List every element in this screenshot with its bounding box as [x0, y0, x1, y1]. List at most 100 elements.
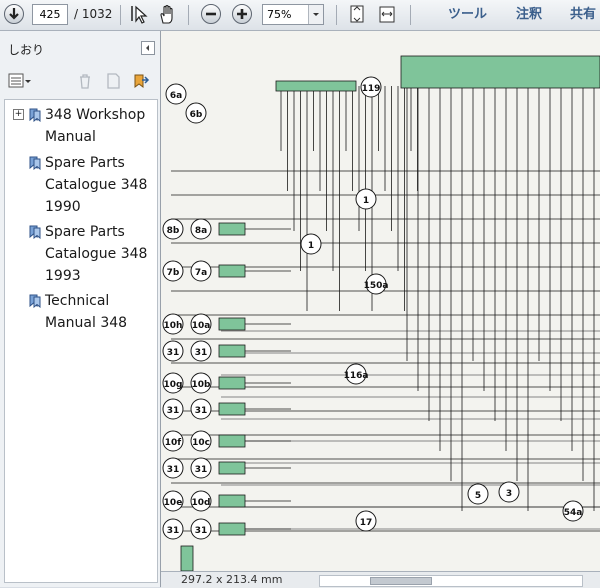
comment-button[interactable]: 注釈: [516, 7, 543, 22]
component-box: [218, 264, 246, 278]
component-box: [218, 344, 246, 358]
share-button[interactable]: 共有: [570, 7, 597, 22]
connector-circle: [162, 218, 184, 240]
connector-circle: [190, 518, 212, 540]
connector-circle: [190, 490, 212, 512]
connector-label: 10h: [164, 321, 183, 331]
bookmark-icon: [29, 156, 41, 170]
connector-circle: [190, 340, 212, 362]
connector-label: 10e: [164, 498, 183, 508]
connector-circle: [365, 273, 387, 295]
connector-circle: [162, 430, 184, 452]
connector-label: 10f: [165, 438, 182, 448]
toolbar-divider: [188, 5, 189, 25]
connector-circle: [165, 83, 187, 105]
toolbar-divider: [120, 5, 121, 25]
zoom-in-button[interactable]: [232, 4, 252, 24]
options-menu-button[interactable]: [8, 72, 32, 94]
fit-width-icon: [379, 6, 395, 23]
bookmark-label: 348 Workshop Manual: [45, 107, 146, 145]
connector-label: 31: [167, 526, 180, 536]
connector-strip: [275, 80, 357, 92]
connector-circle: [300, 233, 322, 255]
component-box: [218, 402, 246, 416]
hand-icon: [160, 4, 173, 24]
connector-block: [180, 545, 194, 572]
component-box: [218, 222, 246, 236]
fit-width-button[interactable]: [376, 4, 398, 25]
panel-title: しおり: [8, 43, 45, 57]
connector-circle: [562, 500, 584, 522]
collapse-panel-button[interactable]: [141, 41, 155, 55]
connector-circle: [190, 457, 212, 479]
connector-circle: [467, 483, 489, 505]
connector-circle: [355, 188, 377, 210]
plus-icon: [237, 9, 247, 19]
page-number-input[interactable]: 425: [32, 4, 68, 25]
toolbar-divider: [336, 5, 337, 25]
expand-bookmark-button[interactable]: [132, 72, 150, 94]
bookmark-add-icon: [107, 73, 120, 89]
fit-page-button[interactable]: [346, 4, 368, 25]
connector-circle: [162, 457, 184, 479]
chevron-down-icon: [308, 5, 323, 24]
select-tool-button[interactable]: [128, 4, 150, 25]
connector-block: [400, 55, 600, 89]
bookmark-expand-icon: [134, 74, 150, 88]
zoom-out-button[interactable]: [201, 4, 221, 24]
horizontal-scrollbar[interactable]: [319, 575, 583, 587]
list-options-icon: [8, 73, 31, 88]
connector-label: 31: [195, 465, 208, 475]
tools-button[interactable]: ツール: [448, 7, 488, 22]
bookmark-icon: [29, 225, 41, 239]
next-page-button[interactable]: [4, 4, 24, 24]
connector-circle: [190, 260, 212, 282]
connector-circle: [360, 76, 382, 98]
bookmark-icon: [29, 108, 41, 122]
trash-icon: [80, 74, 90, 89]
connector-label: 17: [360, 518, 373, 528]
component-box: [218, 494, 246, 508]
connector-label: 54a: [564, 508, 583, 518]
connector-label: 31: [167, 406, 180, 416]
component-box: [218, 317, 246, 331]
scrollbar-thumb[interactable]: [370, 577, 432, 585]
expand-toggle-icon[interactable]: +: [13, 109, 24, 120]
bookmarks-tree: + 348 Workshop Manual Spare Parts Catalo…: [4, 99, 158, 583]
connector-label: 10b: [192, 380, 212, 390]
connector-label: 10d: [192, 498, 211, 508]
connector-label: 31: [195, 406, 208, 416]
connector-label: 10g: [164, 380, 183, 390]
connector-label: 3: [506, 489, 512, 499]
connector-circle: [190, 313, 212, 335]
status-bar: 297.2 x 213.4 mm: [161, 571, 600, 588]
connector-circle: [190, 430, 212, 452]
toolbar-divider: [410, 5, 411, 25]
connector-label: 119: [362, 84, 381, 94]
connector-circle: [185, 102, 207, 124]
delete-bookmark-button[interactable]: [76, 72, 94, 94]
new-bookmark-button[interactable]: [104, 72, 122, 94]
component-box: [218, 376, 246, 390]
connector-circle: [162, 398, 184, 420]
connector-label: 1: [308, 241, 314, 251]
connector-circle: [162, 260, 184, 282]
connector-circle: [355, 510, 377, 532]
connector-label: 31: [167, 348, 180, 358]
component-box: [218, 434, 246, 448]
connector-label: 5: [475, 491, 481, 501]
bookmarks-panel: しおり: [0, 31, 161, 587]
component-box: [218, 522, 246, 536]
connector-label: 1: [363, 196, 369, 206]
connector-circle: [498, 481, 520, 503]
zoom-select[interactable]: 75%: [262, 4, 324, 25]
hand-tool-button[interactable]: [156, 4, 180, 25]
connector-label: 6a: [170, 91, 182, 101]
connector-label: 150a: [364, 281, 389, 291]
bookmark-label: Spare Parts Catalogue 348 1990: [45, 155, 148, 215]
connector-label: 8a: [195, 226, 207, 236]
connector-circle: [162, 313, 184, 335]
page-size-label: 297.2 x 213.4 mm: [181, 573, 283, 586]
